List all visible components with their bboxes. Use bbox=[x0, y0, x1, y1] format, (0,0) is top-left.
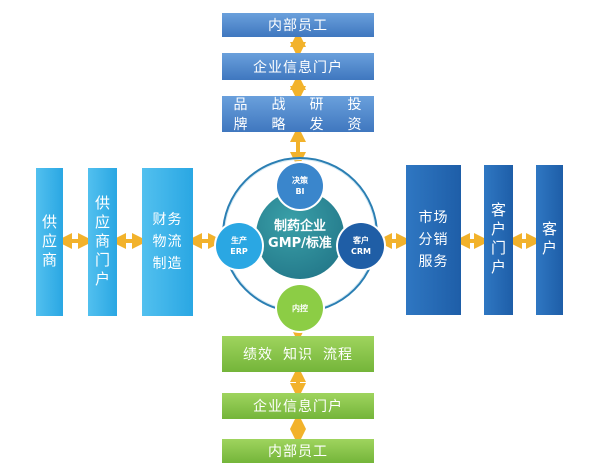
bottom-portal-box: 企业信息门户 bbox=[222, 393, 374, 419]
bottom-portal-label: 企业信息门户 bbox=[253, 399, 343, 415]
bottom-process-item: 绩效 bbox=[243, 347, 273, 363]
right-customer-box: 客户 bbox=[536, 165, 563, 315]
top-strategy-item: 投资 bbox=[347, 97, 363, 133]
hub-production-erp-circle: 生产 ERP bbox=[216, 223, 262, 269]
right-market-item: 市场 bbox=[418, 210, 449, 226]
left-finance-item: 制造 bbox=[152, 256, 183, 272]
hub-bi-label: BI bbox=[295, 187, 305, 196]
bottom-process-item: 知识 bbox=[283, 347, 313, 363]
hub-decision-bi-circle: 决策 BI bbox=[277, 163, 323, 209]
hub-decision-label: 决策 bbox=[292, 176, 308, 185]
left-finance-box: 财务 物流 制造 bbox=[142, 168, 193, 316]
right-customer-portal-label: 客户门户 bbox=[489, 202, 507, 278]
hub-center-line1: 制药企业 bbox=[273, 219, 326, 234]
top-portal-box: 企业信息门户 bbox=[222, 53, 374, 80]
hub-production-label: 生产 bbox=[231, 236, 247, 245]
top-strategy-item: 战略 bbox=[271, 97, 287, 133]
left-supplier-label: 供应商 bbox=[40, 213, 58, 271]
top-strategy-box: 品牌 战略 研发 投资 bbox=[222, 96, 374, 133]
bottom-internal-staff-label: 内部员工 bbox=[268, 444, 328, 460]
right-market-item: 分销 bbox=[418, 232, 449, 248]
left-finance-item: 财务 bbox=[152, 212, 183, 228]
hub-internal-control-label: 内控 bbox=[292, 303, 308, 313]
left-supplier-box: 供应商 bbox=[36, 168, 63, 316]
top-strategy-item: 研发 bbox=[309, 97, 325, 133]
right-market-box: 市场 分销 服务 bbox=[406, 165, 461, 315]
top-internal-staff-box: 内部员工 bbox=[222, 13, 374, 37]
hub-erp-label: ERP bbox=[230, 247, 248, 256]
hub-customer-label: 客户 bbox=[353, 236, 369, 245]
right-market-item: 服务 bbox=[418, 254, 449, 270]
left-supplier-portal-box: 供应商门户 bbox=[88, 168, 117, 316]
right-customer-portal-box: 客户门户 bbox=[484, 165, 513, 315]
bottom-processes-box: 绩效 知识 流程 bbox=[222, 336, 374, 372]
hub-crm-label: CRM bbox=[351, 247, 371, 256]
hub-customer-crm-circle: 客户 CRM bbox=[338, 223, 384, 269]
hub-center-line2: GMP/标准 bbox=[268, 236, 332, 251]
left-supplier-portal-label: 供应商门户 bbox=[93, 194, 111, 290]
left-finance-item: 物流 bbox=[152, 234, 183, 250]
bottom-internal-staff-box: 内部员工 bbox=[222, 439, 374, 463]
top-internal-staff-label: 内部员工 bbox=[268, 18, 328, 34]
top-strategy-item: 品牌 bbox=[233, 97, 249, 133]
top-portal-label: 企业信息门户 bbox=[253, 59, 343, 76]
right-customer-label: 客户 bbox=[540, 221, 558, 259]
bottom-process-item: 流程 bbox=[323, 347, 353, 363]
hub-internal-control-circle: 内控 bbox=[277, 285, 323, 331]
